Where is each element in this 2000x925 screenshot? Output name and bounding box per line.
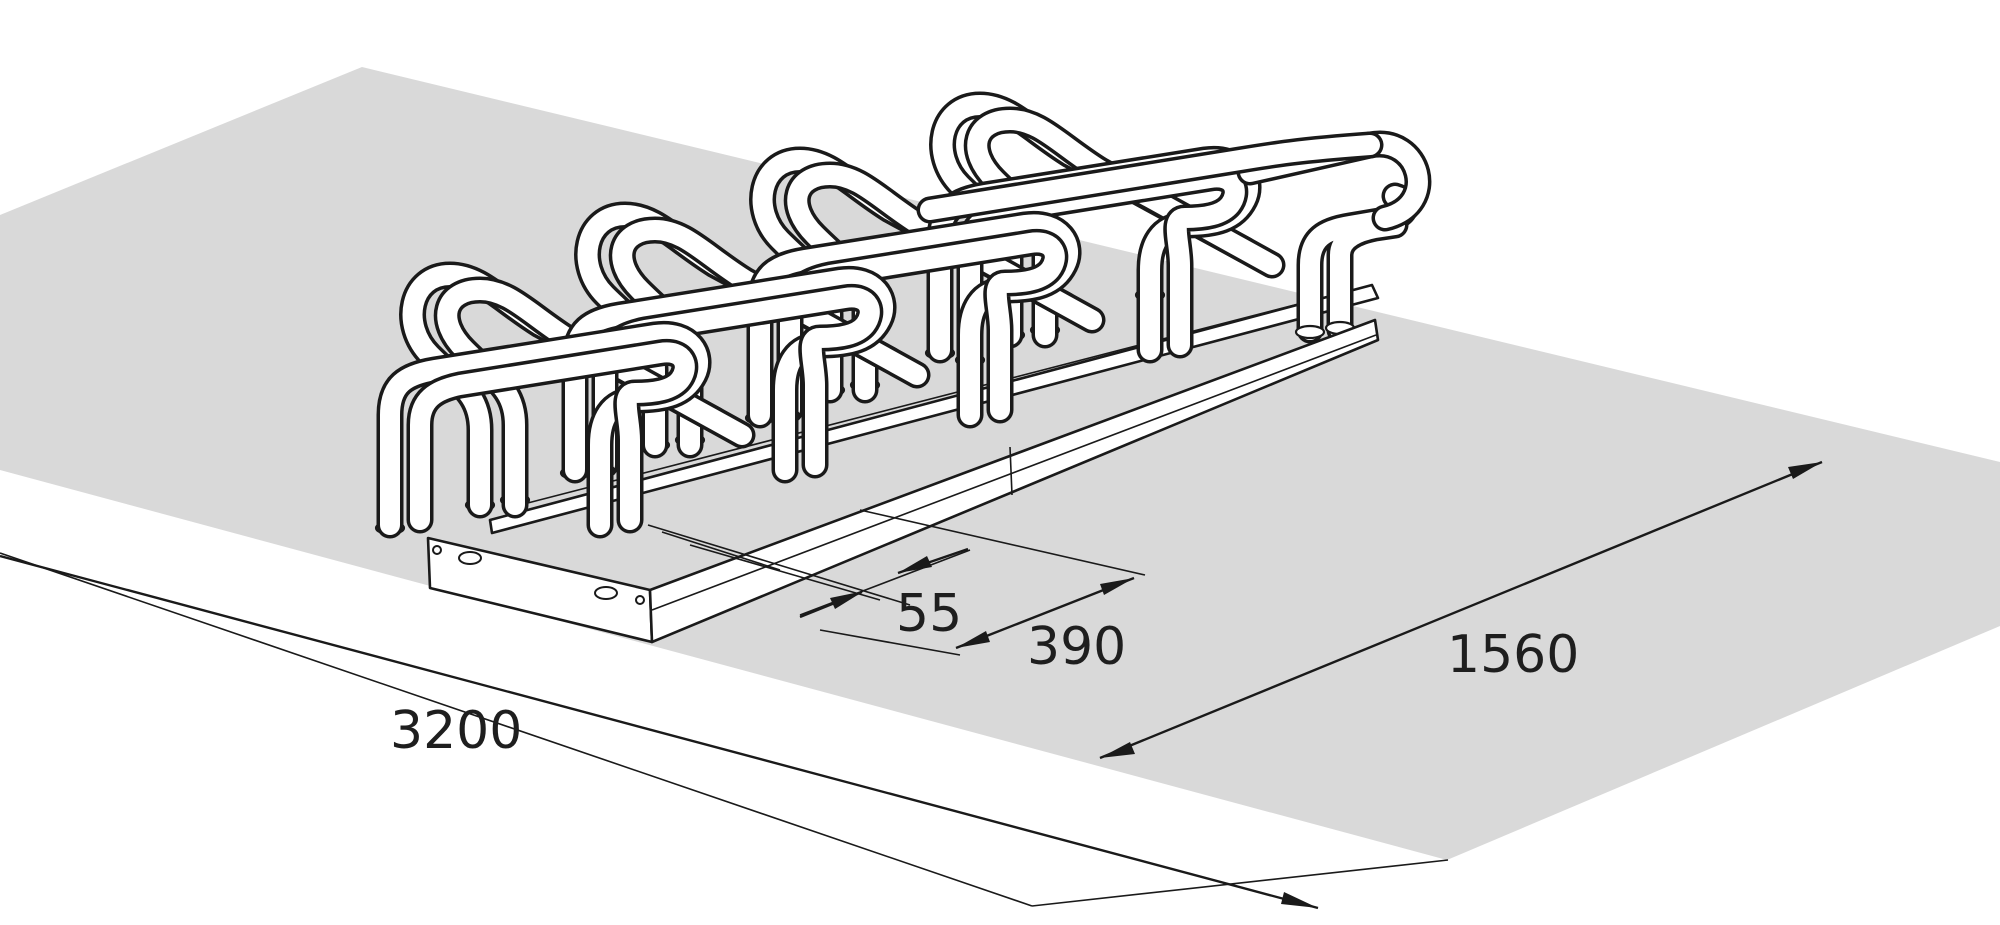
rack-units [374, 91, 1432, 539]
dimension-label-390: 390 [1027, 617, 1126, 677]
end-stand-foot [1294, 324, 1326, 340]
front-frame [426, 318, 1380, 644]
dimension-label-3200: 3200 [390, 701, 522, 761]
dimension-label-55: 55 [896, 584, 962, 644]
dimension-lines [0, 460, 1823, 910]
low-stand-tube-inner-4-core [410, 342, 695, 530]
top-rail-tube-core [920, 135, 1380, 220]
dimension-label-1560: 1560 [1447, 625, 1579, 685]
extension-lines [0, 509, 1449, 907]
